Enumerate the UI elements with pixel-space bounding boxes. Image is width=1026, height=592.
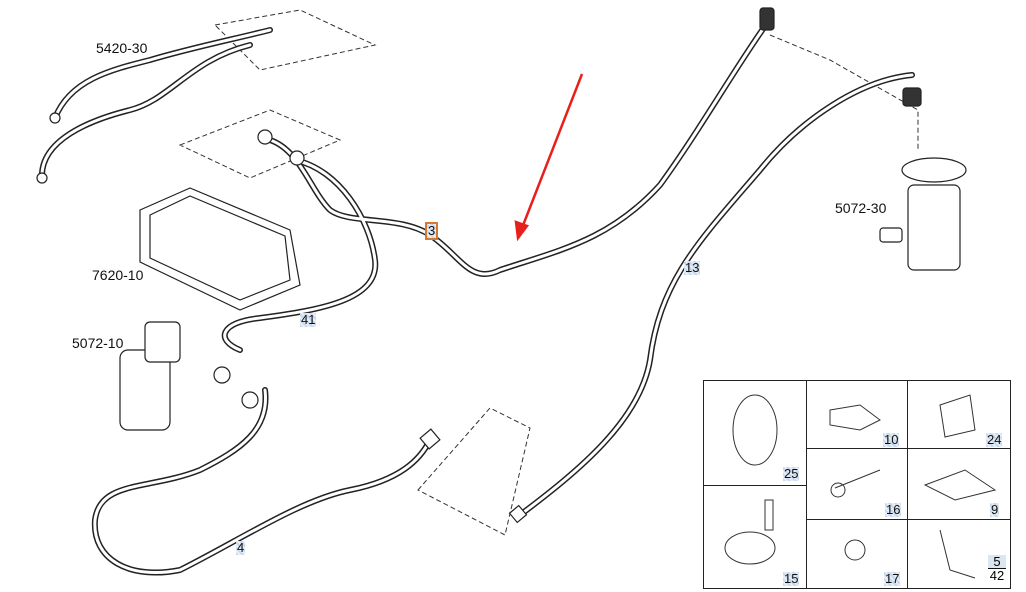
red-arrow [514, 73, 584, 242]
grid-part-sketches [724, 394, 997, 579]
components [36, 7, 967, 524]
hoses [38, 19, 915, 576]
callout-13[interactable]: 13 [684, 260, 701, 275]
callout-5-42[interactable]: 5 42 [988, 555, 1006, 582]
callout-3-selected[interactable]: 3 [424, 222, 439, 240]
callout-16[interactable]: 16 [885, 502, 902, 517]
callout-10[interactable]: 10 [883, 432, 900, 447]
callout-4[interactable]: 4 [236, 540, 246, 555]
assembly-label-5072-30[interactable]: 5072-30 [835, 200, 887, 216]
callout-24[interactable]: 24 [986, 432, 1003, 447]
tank-tray [139, 187, 301, 311]
callout-42: 42 [989, 568, 1005, 583]
callout-17[interactable]: 17 [884, 571, 901, 586]
callout-41[interactable]: 41 [300, 312, 317, 327]
assembly-label-7620-10[interactable]: 7620-10 [92, 267, 144, 283]
callout-25[interactable]: 25 [783, 466, 800, 481]
fuel-pump [907, 184, 961, 271]
callout-15[interactable]: 15 [783, 571, 800, 586]
callout-5: 5 [988, 555, 1006, 569]
grid-cell-5-42[interactable] [907, 519, 1011, 589]
callout-9[interactable]: 9 [990, 502, 1000, 517]
assembly-label-5420-30[interactable]: 5420-30 [96, 40, 148, 56]
assembly-label-5072-10[interactable]: 5072-10 [72, 335, 124, 351]
